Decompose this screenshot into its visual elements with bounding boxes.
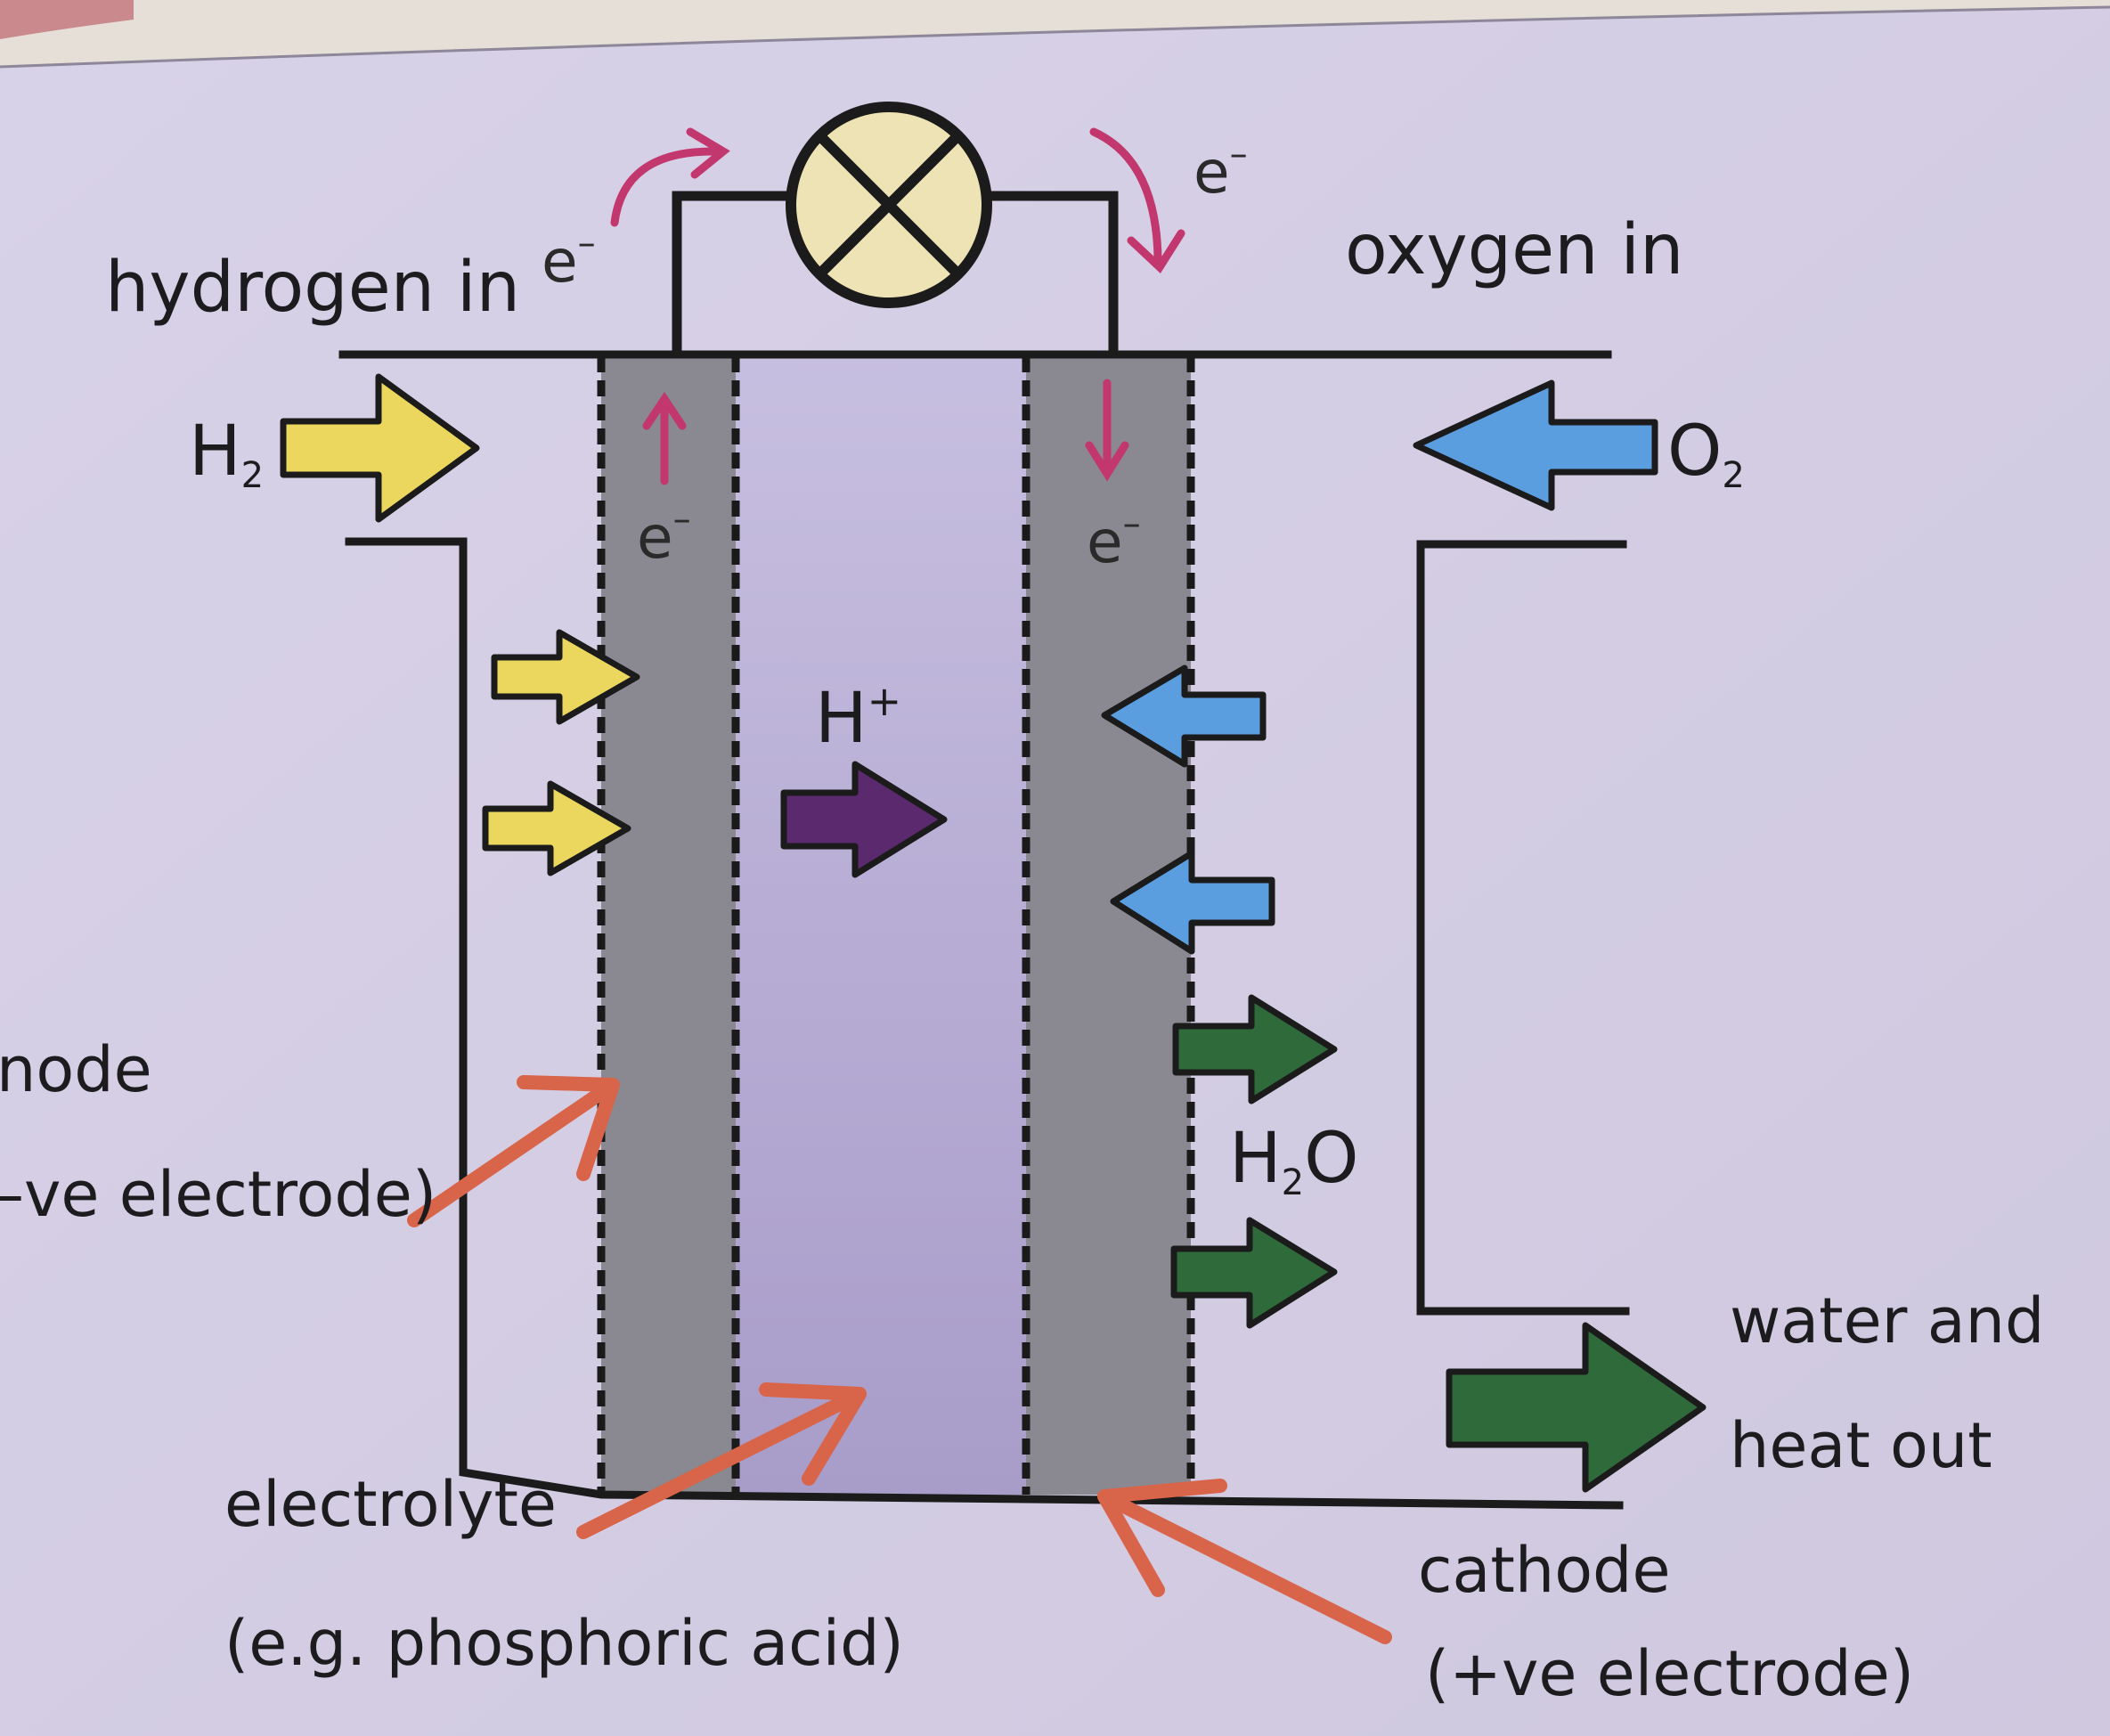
external-circuit [672, 191, 1119, 355]
oxygen-arrow-2 [1110, 850, 1275, 955]
hydrogen-inlet-arrow [280, 373, 480, 523]
water-arrow-1 [1172, 994, 1338, 1104]
electrolyte-pointer [576, 1387, 867, 1539]
bulb [786, 102, 992, 308]
electron-label-anode: e– [637, 499, 691, 572]
cathode-label-line1: cathode [1418, 1534, 1671, 1607]
h2-label: H2 [189, 412, 265, 496]
anode-electrode [601, 355, 736, 1495]
cathode-label-line2: (+ve electrode) [1425, 1637, 1915, 1710]
hydrogen-arrow-1 [491, 629, 640, 725]
electrolyte-label-line2: (e.g. phosphoric acid) [224, 1607, 904, 1680]
water-arrow-2 [1170, 1217, 1338, 1329]
hydrogen-in-label: hydrogen in [105, 248, 521, 328]
electron-label-cathode: e– [1087, 503, 1141, 576]
top-red-heading-fragment [0, 0, 134, 39]
oxygen-in-label: oxygen in [1345, 210, 1684, 290]
o2-label: O2 [1667, 412, 1745, 496]
water-arrows [1170, 994, 1707, 1493]
top-page-strip [0, 0, 2110, 67]
anode-label-line1: node [0, 1033, 152, 1106]
anode-label-line2: –ve electrode) [0, 1158, 437, 1231]
top-page-edge [0, 5, 2110, 69]
electron-label-top-right: e– [1193, 134, 1248, 207]
anode-pointer [407, 1078, 620, 1227]
electron-arrows [610, 127, 1185, 485]
electrolyte-region [736, 355, 1026, 1495]
hydrogen-arrow-2 [482, 780, 631, 876]
water-heat-label-line2: heat out [1730, 1409, 1992, 1482]
cathode-pointer [1097, 1489, 1392, 1644]
oxygen-arrow-1 [1101, 664, 1267, 768]
pointer-arrows [407, 1075, 1392, 1644]
hydrogen-arrows [280, 373, 640, 876]
h2o-label: H2O [1229, 1119, 1359, 1203]
oxygen-arrows [1101, 379, 1658, 955]
water-outlet-arrow [1446, 1322, 1707, 1493]
water-heat-label-line1: water and [1730, 1284, 2045, 1357]
electrolyte-label-line1: electrolyte [224, 1468, 557, 1541]
electron-label-top-left: e– [542, 223, 596, 296]
proton-arrow [780, 761, 948, 878]
cell-housing [338, 350, 1630, 1510]
h-plus-label: H+ [815, 677, 902, 759]
electron-arrow-top-left [610, 147, 717, 227]
oxygen-inlet-arrow [1413, 379, 1658, 511]
electron-arrow-top-right [1089, 127, 1162, 263]
